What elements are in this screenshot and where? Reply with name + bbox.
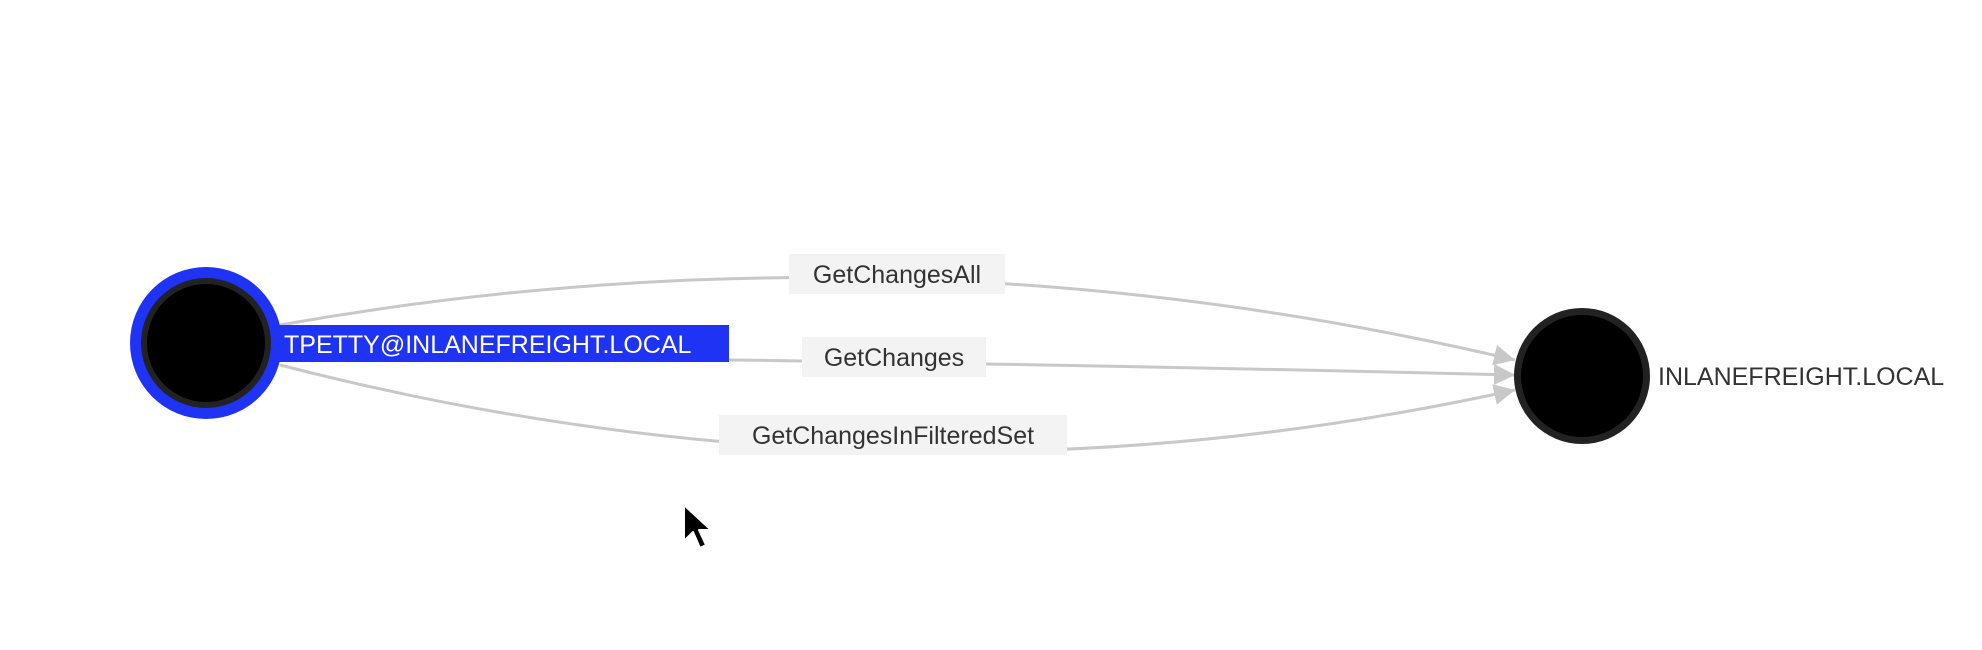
edge-label[interactable]: GetChangesInFilteredSet xyxy=(752,422,1034,450)
edge-get-changes-in-filtered-set[interactable]: GetChangesInFilteredSet xyxy=(279,363,1516,455)
edge-label[interactable]: GetChangesAll xyxy=(813,261,981,289)
edge-label-background xyxy=(789,254,1005,294)
node-label[interactable]: INLANEFREIGHT.LOCAL xyxy=(1658,363,1944,391)
node-domain[interactable]: INLANEFREIGHT.LOCAL xyxy=(1514,308,1944,444)
mouse-pointer-icon xyxy=(683,504,712,549)
edge-label[interactable]: GetChanges xyxy=(824,344,964,372)
node-circle[interactable] xyxy=(147,284,265,402)
node-circle[interactable] xyxy=(1521,315,1643,437)
node-label[interactable]: TPETTY@INLANEFREIGHT.LOCAL xyxy=(284,331,691,359)
edge-get-changes[interactable]: GetChanges xyxy=(279,337,1516,385)
edge-label-background xyxy=(802,337,986,377)
node-user[interactable]: TPETTY@INLANEFREIGHT.LOCAL xyxy=(130,267,729,419)
node-label-background xyxy=(279,325,729,362)
edge-get-changes-all[interactable]: GetChangesAll xyxy=(279,254,1516,366)
edge-label-background xyxy=(719,415,1067,455)
